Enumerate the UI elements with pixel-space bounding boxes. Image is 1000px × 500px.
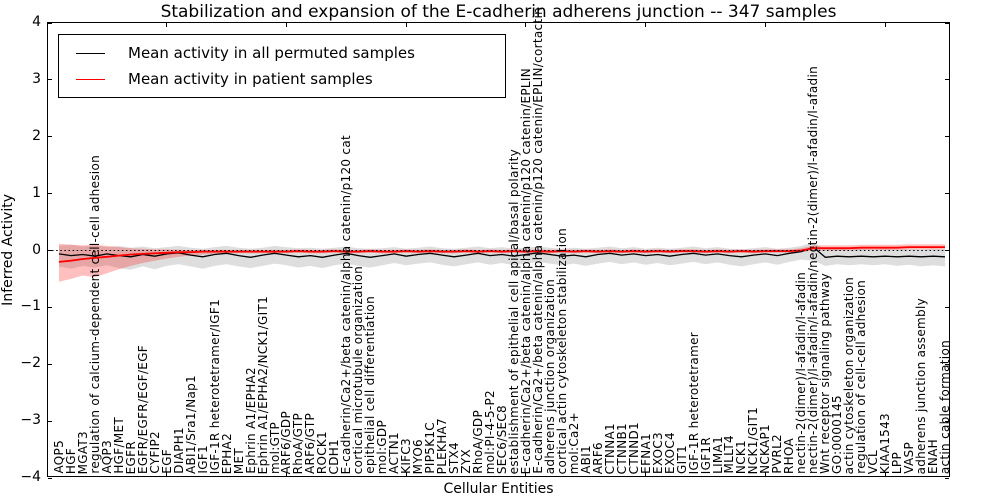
x-tick-label: CTNND1 — [626, 421, 641, 474]
permuted-line-swatch — [76, 52, 105, 54]
x-tick-label: MET — [231, 447, 246, 474]
y-tick-mark — [945, 79, 949, 81]
x-tick-label: IGF-1R heterotetramer/IGF1 — [207, 298, 222, 474]
x-tick-label: actin cable formation — [938, 339, 952, 474]
y-tick-mark — [48, 250, 52, 251]
x-tick-label: EPHA2 — [219, 432, 234, 474]
y-tick-mark — [945, 363, 949, 365]
y-tick-mark — [48, 22, 52, 24]
x-tick-label: ARF6 — [590, 441, 605, 474]
x-tick-mark — [525, 472, 527, 476]
y-tick-mark — [48, 420, 52, 422]
x-tick-label: CYFIP2 — [147, 431, 162, 474]
y-tick-mark — [48, 136, 52, 138]
patient-samples-band — [59, 243, 945, 282]
y-tick-label: 0 — [32, 241, 41, 258]
y-tick-mark — [945, 420, 949, 422]
y-tick-label: −4 — [20, 469, 41, 485]
y-tick-mark — [48, 477, 52, 479]
permuted-samples-band — [59, 242, 945, 270]
chart-title: Stabilization and expansion of the E-cad… — [160, 2, 837, 22]
x-tick-label: EXOC4 — [662, 432, 677, 474]
x-tick-mark — [645, 472, 647, 476]
x-tick-label: ABI1/Sra1/Nap1 — [183, 374, 198, 474]
y-tick-mark — [945, 250, 949, 251]
x-tick-mark — [285, 472, 287, 476]
x-tick-label: IGF-1R heterotetramer — [686, 331, 701, 474]
x-tick-label: IGF1R — [698, 436, 713, 474]
x-tick-label: ABI1 — [578, 445, 593, 474]
y-tick-label: 2 — [32, 127, 41, 144]
x-tick-label: CTNNB1 — [614, 422, 629, 474]
y-tick-label: −1 — [20, 298, 41, 315]
x-tick-mark — [166, 23, 168, 27]
y-tick-label: 4 — [32, 14, 41, 30]
x-tick-label: CTNNA1 — [602, 422, 617, 474]
legend-label: Mean activity in all permuted samples — [128, 44, 415, 62]
x-tick-mark — [166, 472, 168, 476]
y-tick-label: 1 — [32, 184, 41, 201]
x-tick-mark — [285, 23, 287, 27]
x-tick-label: regulation of calcium-dependent cell-cel… — [87, 155, 102, 474]
x-tick-mark — [764, 472, 766, 476]
x-tick-label: GIT1 — [674, 444, 689, 474]
y-tick-label: 3 — [32, 70, 41, 87]
x-tick-label: Ephrin A1/EPHA2/NCK1/GIT1 — [255, 295, 270, 474]
permuted-mean-line — [58, 246, 946, 258]
y-tick-mark — [945, 136, 949, 138]
legend-item: Mean activity in patient samples — [76, 66, 505, 92]
x-tick-mark — [764, 23, 766, 27]
y-tick-mark — [48, 79, 52, 81]
x-tick-mark — [884, 23, 886, 27]
chart-svg — [48, 242, 949, 282]
patient-line-swatch — [76, 78, 105, 80]
y-tick-mark — [48, 193, 52, 195]
x-tick-mark — [645, 23, 647, 27]
patient-mean-line — [58, 246, 945, 263]
legend: Mean activity in all permuted samples Me… — [58, 34, 506, 98]
x-tick-mark — [525, 23, 527, 27]
y-tick-mark — [48, 306, 52, 308]
x-tick-label: IGF1 — [195, 445, 210, 474]
y-tick-mark — [48, 363, 52, 365]
x-tick-label: EXOC3 — [650, 432, 665, 474]
x-tick-label: DIAPH1 — [171, 427, 186, 474]
x-tick-mark — [884, 472, 886, 476]
x-tick-label: regulation of cell-cell adhesion — [854, 280, 869, 474]
x-tick-label: EFNA1 — [638, 433, 653, 474]
x-axis-label: Cellular Entities — [443, 481, 554, 497]
x-tick-mark — [405, 23, 407, 27]
legend-label: Mean activity in patient samples — [128, 70, 373, 88]
legend-item: Mean activity in all permuted samples — [76, 40, 505, 66]
y-tick-label: −3 — [20, 412, 41, 429]
y-tick-mark — [945, 22, 949, 24]
x-tick-label: EGF — [159, 449, 174, 474]
y-tick-mark — [945, 306, 949, 308]
y-tick-mark — [945, 193, 949, 195]
y-tick-label: −2 — [20, 355, 41, 372]
x-tick-mark — [405, 472, 407, 476]
x-tick-label: Ephrin A1/EPHA2 — [243, 367, 258, 474]
y-tick-mark — [945, 477, 949, 479]
x-tick-label: EGFR/EGFR/EGF/EGF — [135, 344, 150, 474]
